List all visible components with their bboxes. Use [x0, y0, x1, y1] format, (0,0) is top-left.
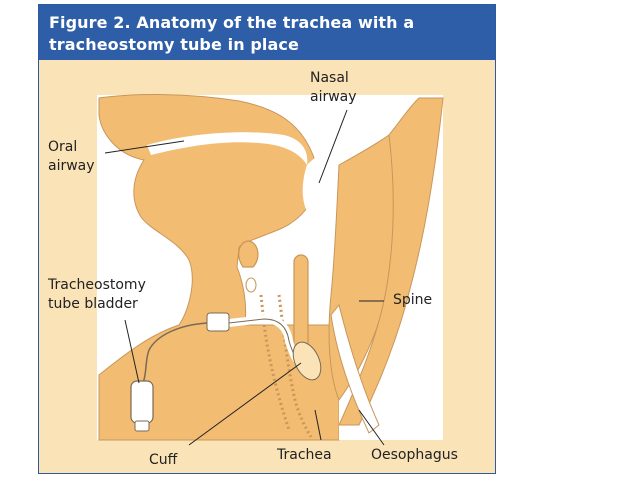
trachea-leader — [314, 409, 322, 441]
oral-airway-leader — [104, 140, 185, 154]
label-trachea: Trachea — [277, 447, 332, 463]
pilot-line — [142, 322, 208, 384]
larynx-opening — [245, 277, 257, 293]
bladder-valve — [134, 420, 150, 432]
oesophagus-leader — [358, 409, 385, 446]
cuff-leader — [188, 362, 302, 446]
label-oesophagus: Oesophagus — [371, 447, 458, 463]
figure-panel: Figure 2. Anatomy of the trachea with a … — [38, 4, 496, 474]
label-oral-line-1: Oral — [48, 139, 78, 155]
oesophagus-strip — [330, 303, 380, 434]
trachea-wall — [277, 294, 313, 438]
figure-header: Figure 2. Anatomy of the trachea with a … — [39, 5, 495, 60]
figure-title-line-2: tracheostomy tube in place — [49, 35, 299, 54]
anatomy-illustration — [97, 94, 444, 446]
spine-upper — [338, 97, 444, 426]
nasal-airway-leader — [318, 109, 348, 184]
label-nasal-line-1: Nasal — [310, 70, 349, 86]
label-tracheostomy-line-2: tube bladder — [48, 296, 138, 312]
label-cuff: Cuff — [149, 452, 178, 468]
epiglottis — [238, 240, 259, 268]
figure-title-line-1: Figure 2. Anatomy of the trachea with a — [49, 13, 415, 32]
label-oral-line-2: airway — [48, 158, 95, 174]
pharynx-capsule — [293, 254, 309, 356]
tube-bladder — [130, 380, 154, 424]
label-spine: Spine — [393, 292, 433, 308]
label-tracheostomy-line-1: Tracheostomy — [48, 277, 146, 293]
tube-flange — [206, 312, 230, 332]
bladder-leader — [124, 319, 140, 384]
nasal-airway-channel — [302, 147, 339, 215]
trachea-rings — [259, 294, 291, 431]
oral-airway-channel — [147, 132, 308, 165]
label-nasal-line-2: airway — [310, 89, 357, 105]
